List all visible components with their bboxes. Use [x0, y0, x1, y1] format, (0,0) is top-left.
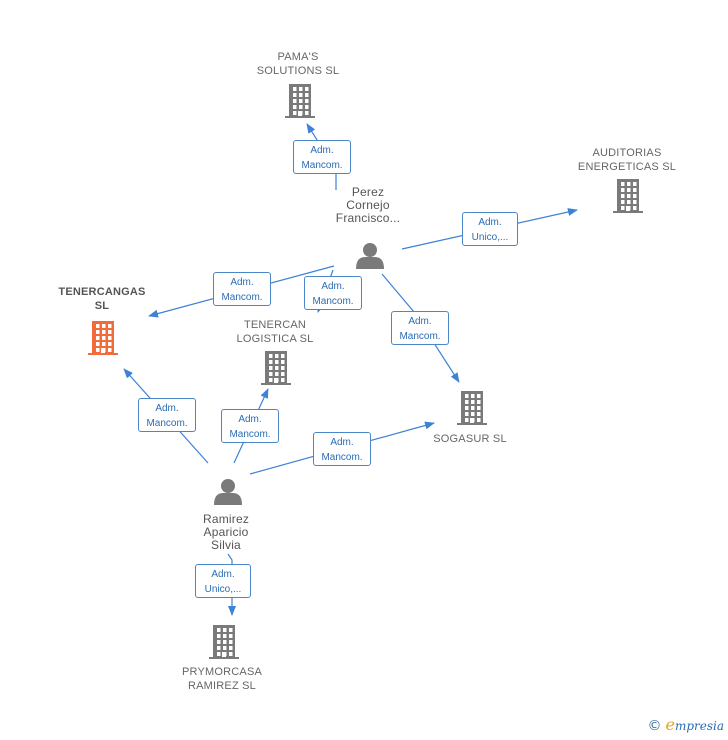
company-name-pamas[interactable]: PAMA'S SOLUTIONS SL — [257, 50, 339, 78]
brand-name: mpresia — [674, 719, 724, 733]
node-label-line: AUDITORIAS — [592, 147, 662, 159]
edge-role-box[interactable]: Adm. Mancom. — [213, 272, 271, 306]
building-icon[interactable] — [209, 625, 239, 659]
copyright-symbol: © — [647, 718, 662, 734]
node-label-line: ENERGETICAS SL — [577, 161, 677, 173]
building-icon[interactable] — [457, 391, 487, 425]
edge-role-box[interactable]: Adm. Mancom. — [293, 140, 351, 174]
edge-role-text: Adm. — [330, 437, 354, 448]
edge-role-box[interactable]: Adm. Unico,... — [462, 212, 518, 246]
building-icon[interactable] — [261, 351, 291, 385]
node-label-line: PAMA'S — [277, 51, 319, 63]
edge-role-text: Mancom. — [312, 296, 354, 307]
person-icon[interactable] — [214, 479, 242, 505]
node-label-line: SL — [94, 300, 110, 312]
company-name-tenercangas[interactable]: TENERCANGAS SL — [58, 285, 145, 313]
node-label-line: SOGASUR SL — [433, 433, 507, 445]
edge-role-text: Adm. — [238, 414, 262, 425]
edge-role-text: Unico,... — [204, 584, 242, 595]
edge-role-text: Adm. — [321, 281, 345, 292]
edge-role-box[interactable]: Adm. Mancom. — [138, 398, 196, 432]
company-name-sogasur[interactable]: SOGASUR SL — [433, 432, 507, 446]
node-label-line: Perez — [351, 185, 385, 199]
node-label-line: Ramirez — [202, 512, 250, 526]
edge-role-text: Adm. — [230, 277, 254, 288]
company-name-prymorcasa[interactable]: PRYMORCASA RAMIREZ SL — [182, 665, 262, 693]
edge-role-text: Mancom. — [321, 452, 363, 463]
brand-initial: e — [665, 715, 675, 734]
edge-role-text: Adm. — [310, 145, 334, 156]
node-label-line: PRYMORCASA — [181, 666, 263, 678]
building-icon[interactable] — [88, 321, 118, 355]
edge-role-text: Unico,... — [471, 232, 509, 243]
node-label-line: LOGISTICA SL — [236, 333, 314, 345]
brand-watermark: ©empresia — [647, 715, 724, 734]
node-label-line: Francisco... — [335, 211, 401, 225]
edge-role-box[interactable]: Adm. Mancom. — [221, 409, 279, 443]
person-icon[interactable] — [356, 243, 384, 269]
edge-role-box[interactable]: Adm. Mancom. — [313, 432, 371, 466]
edge-role-box[interactable]: Adm. Mancom. — [391, 311, 449, 345]
node-label-line: TENERCANGAS — [58, 286, 146, 298]
node-label-line: Aparicio — [203, 525, 249, 539]
building-icon[interactable] — [285, 84, 315, 118]
node-label-line: RAMIREZ SL — [187, 680, 257, 692]
edge-role-box[interactable]: Adm. Mancom. — [304, 276, 362, 310]
node-label-line: SOLUTIONS SL — [256, 65, 340, 77]
node-label-line: Cornejo — [346, 198, 390, 212]
node-label-line: Silvia — [211, 538, 241, 552]
edge-role-text: Mancom. — [221, 292, 263, 303]
edge-role-text: Mancom. — [229, 429, 271, 440]
edge-role-text: Mancom. — [399, 331, 441, 342]
edge-role-box[interactable]: Adm. Unico,... — [195, 564, 251, 598]
edge-role-text: Adm. — [478, 217, 502, 228]
edge-role-text: Mancom. — [146, 418, 188, 429]
node-label-line: TENERCAN — [243, 319, 307, 331]
edge-role-text: Adm. — [408, 316, 432, 327]
edge-role-text: Adm. — [155, 403, 179, 414]
edge-role-text: Adm. — [211, 569, 235, 580]
edge-role-text: Mancom. — [301, 160, 343, 171]
company-name-auditorias[interactable]: AUDITORIAS ENERGETICAS SL — [578, 146, 676, 174]
company-name-tenercan[interactable]: TENERCAN LOGISTICA SL — [237, 318, 314, 346]
building-icon[interactable] — [613, 179, 643, 213]
